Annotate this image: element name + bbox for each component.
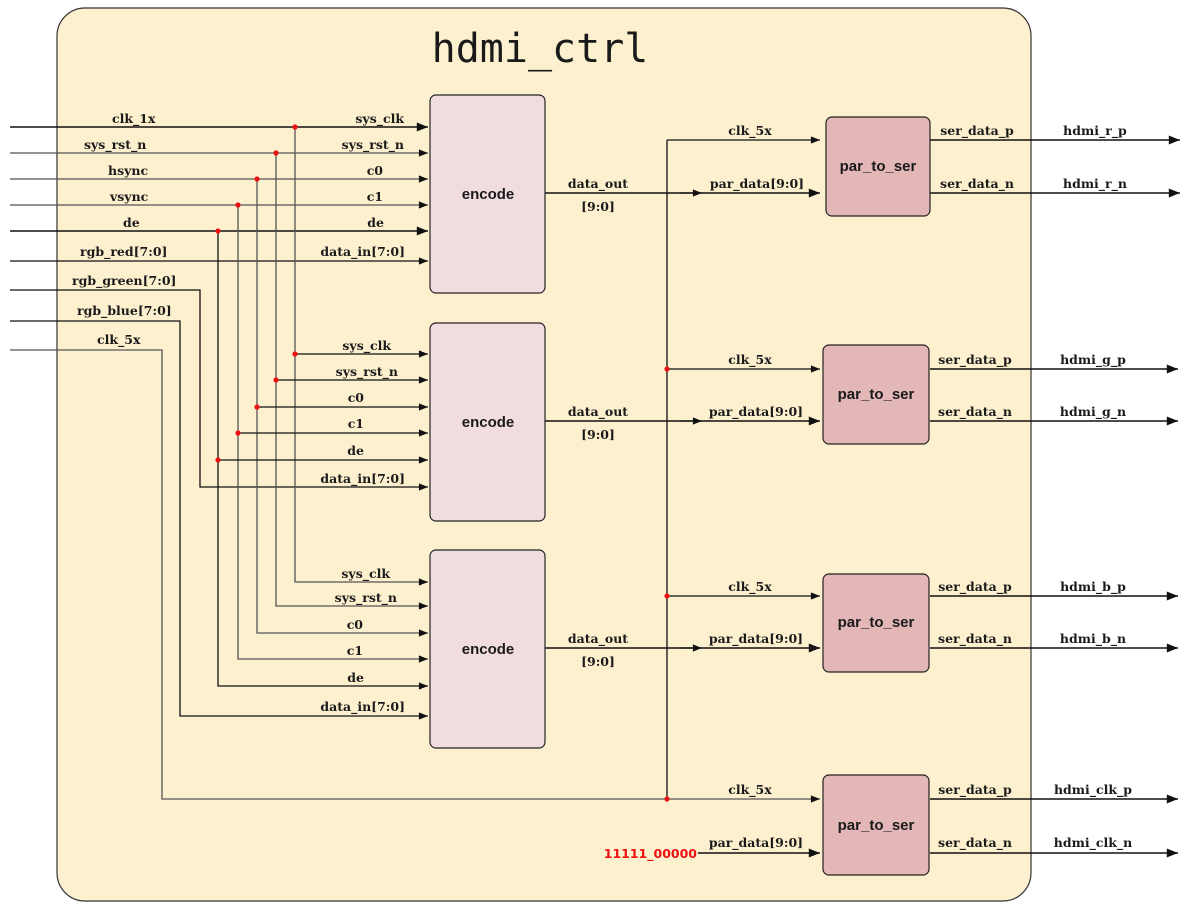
par-to-ser-output-labels: ser_data_p ser_data_n ser_data_p ser_dat… (938, 123, 1014, 851)
pin-hdmi-g-p: hdmi_g_p (1060, 352, 1126, 368)
svg-text:par_data[9:0]: par_data[9:0] (709, 835, 803, 851)
input-de: de (123, 215, 140, 230)
svg-text:de: de (367, 215, 384, 230)
svg-text:data_out: data_out (568, 631, 628, 647)
svg-text:par_data[9:0]: par_data[9:0] (709, 631, 803, 647)
input-hsync: hsync (108, 163, 148, 178)
clk-constant: 11111_00000 (604, 846, 698, 862)
input-rgb-blue: rgb_blue[7:0] (77, 303, 172, 319)
par-to-ser-block-r (825, 116, 931, 217)
encode-label-3: encode (462, 641, 515, 658)
svg-text:sys_rst_n: sys_rst_n (342, 137, 404, 153)
svg-text:sys_rst_n: sys_rst_n (336, 364, 398, 380)
module-title: hdmi_ctrl (432, 26, 649, 72)
svg-text:data_in[7:0]: data_in[7:0] (320, 244, 405, 260)
svg-text:sys_clk: sys_clk (341, 566, 390, 582)
output-pin-labels: hdmi_r_p hdmi_r_n hdmi_g_p hdmi_g_n hdmi… (1054, 123, 1132, 851)
par-to-ser-block-clk (822, 774, 930, 876)
svg-text:c1: c1 (367, 189, 383, 204)
par-to-ser-input-labels: clk_5x par_data[9:0] clk_5x par_data[9:0… (604, 123, 804, 862)
svg-text:ser_data_n: ser_data_n (940, 176, 1014, 192)
par-to-ser-block-b (822, 573, 930, 673)
par-to-ser-label-clk: par_to_ser (838, 817, 915, 834)
svg-text:sys_clk: sys_clk (342, 338, 391, 354)
encode-label-1: encode (462, 186, 515, 203)
par-to-ser-label-r: par_to_ser (840, 158, 917, 175)
svg-text:[9:0]: [9:0] (581, 427, 615, 442)
encode-1-ports: sys_clk sys_rst_n c0 c1 de data_in[7:0] (320, 111, 405, 260)
svg-text:ser_data_p: ser_data_p (938, 782, 1012, 798)
svg-text:c0: c0 (367, 163, 384, 178)
par-to-ser-block-g (822, 344, 930, 445)
encode-block-3 (429, 549, 546, 749)
svg-text:par_data[9:0]: par_data[9:0] (710, 176, 804, 192)
svg-text:c0: c0 (348, 390, 365, 405)
svg-text:sys_rst_n: sys_rst_n (335, 590, 397, 606)
par-to-ser-label-g: par_to_ser (838, 386, 915, 403)
input-rgb-green: rgb_green[7:0] (72, 273, 176, 289)
svg-text:data_in[7:0]: data_in[7:0] (320, 699, 405, 715)
svg-text:data_out: data_out (568, 404, 628, 420)
encode-3-ports: sys_clk sys_rst_n c0 c1 de data_in[7:0] (320, 566, 405, 715)
svg-text:ser_data_n: ser_data_n (938, 404, 1012, 420)
svg-text:data_out: data_out (568, 176, 628, 192)
svg-text:[9:0]: [9:0] (581, 199, 615, 214)
svg-text:ser_data_n: ser_data_n (938, 631, 1012, 647)
svg-text:c1: c1 (348, 416, 364, 431)
input-sys-rst-n: sys_rst_n (84, 137, 146, 153)
encode-output-labels: data_out [9:0] data_out [9:0] data_out [… (568, 176, 628, 669)
svg-text:de: de (347, 670, 364, 685)
svg-text:ser_data_p: ser_data_p (938, 579, 1012, 595)
svg-text:de: de (347, 443, 364, 458)
input-clk-1x: clk_1x (112, 111, 156, 127)
pin-hdmi-clk-p: hdmi_clk_p (1054, 782, 1132, 798)
pin-hdmi-r-n: hdmi_r_n (1063, 176, 1127, 192)
junction-dots (215, 124, 670, 802)
encode-block-2 (429, 322, 546, 522)
pin-hdmi-b-n: hdmi_b_n (1060, 631, 1126, 647)
pin-hdmi-r-p: hdmi_r_p (1063, 123, 1127, 139)
svg-text:ser_data_p: ser_data_p (938, 352, 1012, 368)
svg-text:clk_5x: clk_5x (728, 579, 772, 595)
par-to-ser-label-b: par_to_ser (838, 614, 915, 631)
pin-hdmi-b-p: hdmi_b_p (1060, 579, 1126, 595)
input-rgb-red: rgb_red[7:0] (80, 244, 167, 260)
svg-text:ser_data_n: ser_data_n (938, 835, 1012, 851)
pin-hdmi-clk-n: hdmi_clk_n (1054, 835, 1132, 851)
svg-text:clk_5x: clk_5x (728, 123, 772, 139)
svg-text:data_in[7:0]: data_in[7:0] (320, 471, 405, 487)
wires (10, 122, 1180, 858)
svg-text:par_data[9:0]: par_data[9:0] (709, 404, 803, 420)
svg-text:c0: c0 (347, 617, 364, 632)
input-clk-5x: clk_5x (97, 332, 141, 348)
input-vsync: vsync (109, 189, 149, 204)
svg-text:[9:0]: [9:0] (581, 654, 615, 669)
pin-hdmi-g-n: hdmi_g_n (1060, 404, 1126, 420)
svg-text:clk_5x: clk_5x (728, 782, 772, 798)
input-labels: clk_1x sys_rst_n hsync vsync de rgb_red[… (72, 111, 176, 348)
svg-text:c1: c1 (347, 643, 363, 658)
encode-block-1 (429, 94, 546, 294)
svg-text:clk_5x: clk_5x (728, 352, 772, 368)
svg-text:sys_clk: sys_clk (355, 111, 404, 127)
encode-2-ports: sys_clk sys_rst_n c0 c1 de data_in[7:0] (320, 338, 405, 487)
encode-label-2: encode (462, 414, 515, 431)
svg-text:ser_data_p: ser_data_p (940, 123, 1014, 139)
